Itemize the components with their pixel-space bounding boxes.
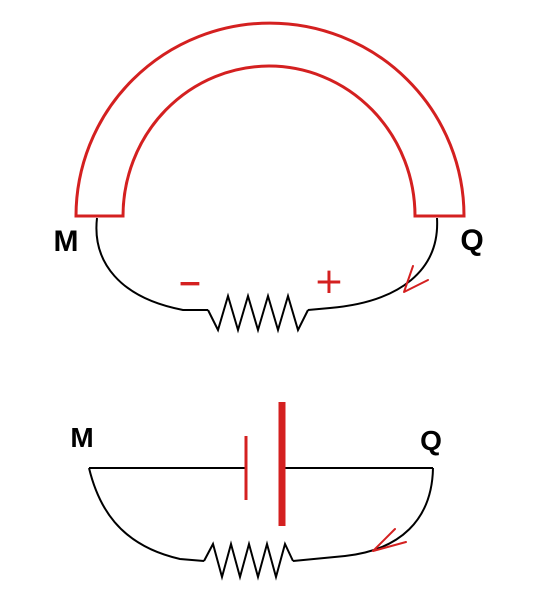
label-q-bottom: Q [420,425,442,456]
top-wire-left [95,217,208,311]
bottom-wire-right [292,467,434,562]
label-m-bottom: M [70,422,93,453]
minus-sign: − [177,266,202,301]
bottom-resistor [203,540,294,581]
top-resistor [207,292,309,334]
bottom-current-arrow-icon [372,528,407,552]
top-circuit: − + M Q [54,21,484,334]
label-m-top: M [54,225,79,258]
bottom-circuit: M Q [70,402,442,581]
label-q-top: Q [460,224,483,257]
semicircular-conductor [74,21,466,218]
bottom-wire-left [88,467,205,562]
current-arrow-icon [403,265,429,293]
plus-sign: + [314,261,344,302]
